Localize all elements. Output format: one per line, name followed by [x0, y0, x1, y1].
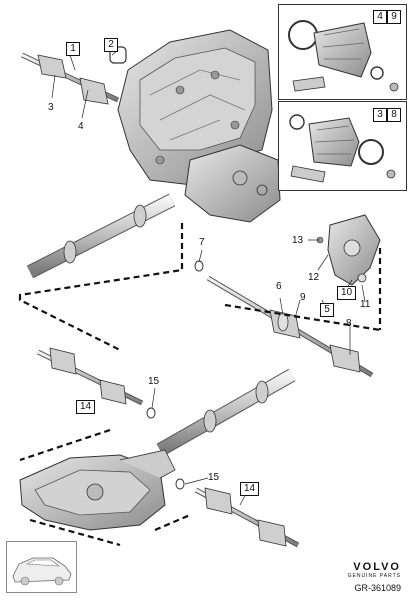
vehicle-thumbnail: [6, 541, 77, 593]
brand-name: VOLVO: [353, 561, 401, 573]
inset-bottom-label-a: 3: [373, 108, 387, 122]
support-bearing-bracket: [316, 214, 381, 286]
seal-ring-2: [109, 46, 127, 64]
right-drive-shaft: [206, 275, 374, 378]
intermediate-shaft-upper: [26, 193, 176, 279]
callout-10: 10: [337, 286, 357, 300]
callout-7: 7: [199, 237, 205, 248]
rear-right-drive-shaft: [194, 487, 300, 548]
callout-8: 8: [346, 318, 352, 329]
callout-3: 3: [48, 102, 54, 113]
callout-2: 2: [104, 38, 118, 52]
brand-logo: VOLVO GENUINE PARTS: [348, 561, 401, 580]
seal-ring-15-upper: [146, 407, 156, 419]
callout-9: 9: [300, 292, 306, 303]
rear-left-drive-shaft: [36, 347, 144, 406]
callout-6: 6: [276, 281, 282, 292]
boot-kit-inset-outer: 4 9: [278, 4, 407, 100]
intermediate-shaft-lower: [156, 368, 296, 457]
inset-bottom-label-b: 8: [387, 108, 401, 122]
transmission-housing: [117, 29, 281, 223]
callout-12: 12: [308, 272, 320, 283]
callout-5: 5: [320, 303, 334, 317]
car-outline-icon: [12, 557, 72, 586]
inset-top-label-a: 4: [373, 10, 387, 24]
inner-boot-drawing: [289, 114, 396, 183]
callout-14-upper: 14: [76, 400, 96, 414]
inset-top-label-b: 9: [387, 10, 401, 24]
callout-4: 4: [78, 121, 84, 132]
outer-boot-drawing: [288, 20, 399, 92]
brand-subtitle: GENUINE PARTS: [347, 573, 401, 579]
callout-1: 1: [66, 42, 80, 56]
rear-differential: [19, 449, 176, 531]
callout-13: 13: [292, 235, 304, 246]
left-drive-shaft: [20, 52, 120, 105]
callout-15-lower: 15: [208, 472, 220, 483]
diagram-reference-number: GR-361089: [354, 583, 401, 593]
callout-11: 11: [360, 299, 371, 310]
callout-14-lower: 14: [240, 482, 260, 496]
seal-ring-15-lower: [175, 478, 185, 490]
seal-ring-7: [194, 260, 204, 272]
boot-kit-inset-inner: 3 8: [278, 101, 407, 191]
callout-15-upper: 15: [148, 376, 160, 387]
dashed-group-lines: [18, 223, 382, 547]
